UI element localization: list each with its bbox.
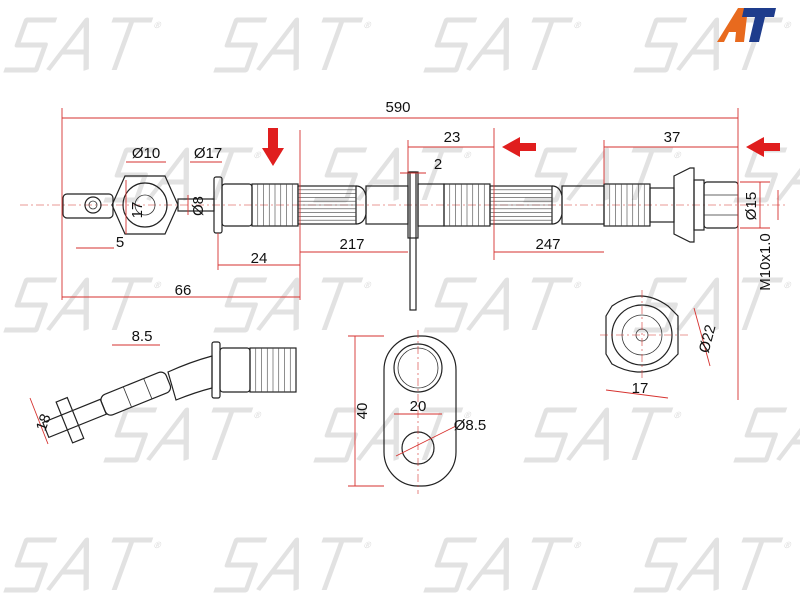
dim-eye-offset: 5 <box>116 234 124 251</box>
svg-text:®: ® <box>783 20 793 30</box>
watermark-tile: ® <box>423 277 583 333</box>
watermark-tile: ® <box>313 147 473 203</box>
dim-pipe: Ø8 <box>190 196 207 216</box>
svg-text:®: ® <box>783 280 793 290</box>
dim-bracket-hole: Ø8.5 <box>454 417 487 434</box>
dim-overall: 590 <box>385 99 410 116</box>
svg-text:®: ® <box>463 150 473 160</box>
dim-bend: 8.5 <box>132 328 153 345</box>
svg-text:®: ® <box>573 20 583 30</box>
dim-bend-width: 18 <box>33 412 55 433</box>
nut-detail <box>600 290 711 399</box>
dim-bracket-offset: 23 <box>444 129 461 146</box>
dim-thread: M10x1.0 <box>757 233 774 291</box>
watermark-tile: ® <box>633 277 793 333</box>
svg-text:®: ® <box>363 540 373 550</box>
dim-bracket-thickness: 2 <box>434 156 442 173</box>
dim-right-fitting: 37 <box>664 129 681 146</box>
svg-text:®: ® <box>363 20 373 30</box>
dim-eye-outer: Ø17 <box>194 145 222 162</box>
watermark-tile: ® <box>103 147 263 203</box>
dim-flange: Ø15 <box>743 192 760 220</box>
watermark-tile: ® <box>213 17 373 73</box>
watermark-tile: ® <box>423 17 583 73</box>
svg-text:®: ® <box>573 280 583 290</box>
svg-text:®: ® <box>253 150 263 160</box>
watermark-tile: ® <box>3 17 163 73</box>
watermark-tile: ® <box>213 277 373 333</box>
dim-bracket-height: 40 <box>354 403 371 420</box>
dim-bracket-width: 20 <box>410 398 427 415</box>
bracket-detail <box>348 330 457 494</box>
svg-text:®: ® <box>153 280 163 290</box>
watermark-tile: ® <box>523 147 683 203</box>
svg-text:®: ® <box>783 540 793 550</box>
dim-section-b: 247 <box>535 236 560 253</box>
watermark-layer: ®®®®®®®®®®®®®®®®®®®® <box>3 17 800 593</box>
watermark-tile: ® <box>103 407 263 463</box>
dim-section-a: 217 <box>339 236 364 253</box>
svg-text:®: ® <box>573 540 583 550</box>
watermark-tile: ® <box>633 537 793 593</box>
svg-text:®: ® <box>463 410 473 420</box>
watermark-tile: ® <box>313 407 473 463</box>
dimension-lines <box>61 108 779 400</box>
direction-arrows <box>262 128 780 166</box>
watermark-tile: ® <box>3 537 163 593</box>
bent-fitting-detail <box>29 341 297 445</box>
watermark-tile: ® <box>213 537 373 593</box>
watermark-tile: ® <box>423 537 583 593</box>
watermark-tile: ® <box>633 17 793 73</box>
dim-hex: 17 <box>129 202 146 219</box>
brand-logo <box>717 8 776 42</box>
watermark-tile: ® <box>733 407 800 463</box>
svg-text:®: ® <box>253 410 263 420</box>
dim-nut-width: 17 <box>632 380 649 397</box>
dim-fitting: 24 <box>251 250 268 267</box>
dim-nut-dia: Ø22 <box>696 323 720 355</box>
svg-text:®: ® <box>673 150 683 160</box>
watermark-tile: ® <box>3 277 163 333</box>
dim-left-end: 66 <box>175 282 192 299</box>
hose-assembly <box>20 167 785 311</box>
dim-eye-bore: Ø10 <box>132 145 160 162</box>
svg-text:®: ® <box>153 20 163 30</box>
svg-text:®: ® <box>153 540 163 550</box>
svg-text:®: ® <box>673 410 683 420</box>
svg-text:®: ® <box>363 280 373 290</box>
watermark-tile: ® <box>523 407 683 463</box>
dimension-labels: 590 23 2 37 Ø10 Ø17 17 Ø8 5 24 217 247 6… <box>33 99 774 434</box>
